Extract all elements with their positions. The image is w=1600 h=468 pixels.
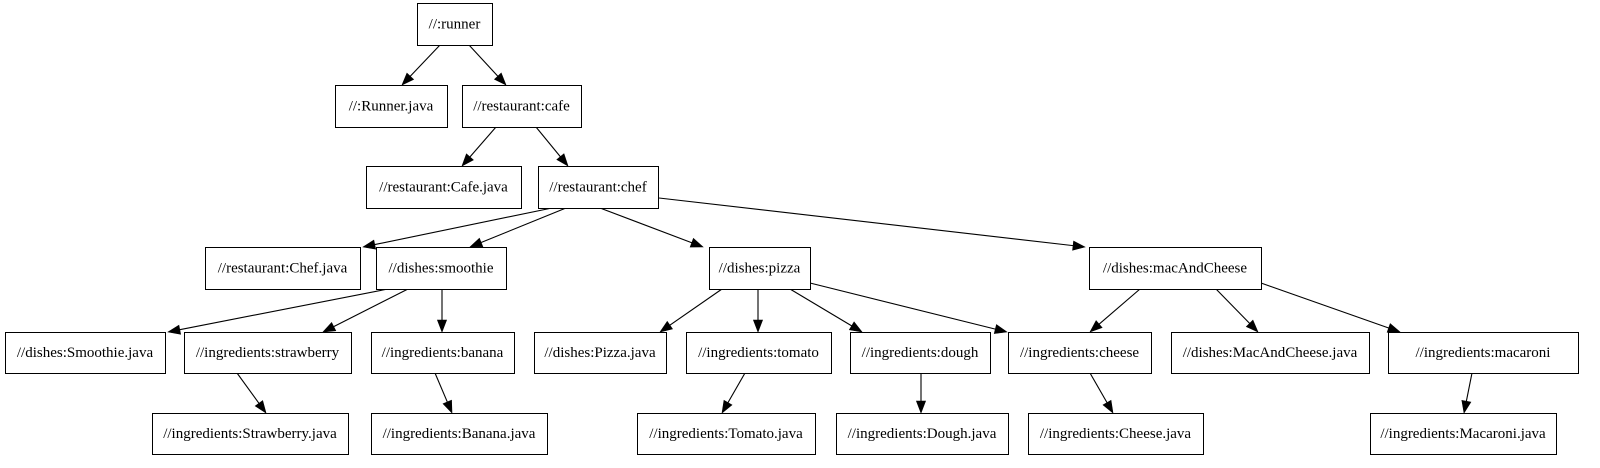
node-label-ing_banana: //ingredients:banana xyxy=(382,345,504,361)
node-label-ing_cheese: //ingredients:cheese xyxy=(1020,345,1139,361)
node-label-ing_strawberry: //ingredients:strawberry xyxy=(196,345,340,361)
node-label-ing_dough_java: //ingredients:Dough.java xyxy=(848,426,997,442)
node-box-ing_tomato[interactable] xyxy=(686,332,832,374)
node-label-ing_banana_java: //ingredients:Banana.java xyxy=(383,426,536,442)
node-box-dishes_pizza_java[interactable] xyxy=(534,332,667,374)
edge-restaurant_chef-to-restaurant_chef_java xyxy=(362,207,553,250)
graph-node-ing_dough[interactable]: //ingredients:dough xyxy=(850,332,991,374)
node-box-dishes_macandcheese_java[interactable] xyxy=(1171,332,1370,374)
node-label-restaurant_chef: //restaurant:chef xyxy=(549,179,646,195)
node-box-ing_strawberry_java[interactable] xyxy=(152,413,349,455)
edge-runner-to-restaurant_cafe xyxy=(468,44,507,86)
graph-node-restaurant_chef_java[interactable]: //restaurant:Chef.java xyxy=(205,247,361,290)
graph-node-ing_strawberry[interactable]: //ingredients:strawberry xyxy=(184,332,352,374)
graph-node-ing_dough_java[interactable]: //ingredients:Dough.java xyxy=(836,413,1009,455)
edge-dishes_pizza-to-dishes_pizza_java xyxy=(659,288,723,333)
node-label-dishes_macandcheese: //dishes:macAndCheese xyxy=(1103,260,1247,276)
node-box-restaurant_cafe[interactable] xyxy=(462,85,582,128)
graph-node-dishes_pizza[interactable]: //dishes:pizza xyxy=(709,247,811,290)
edge-dishes_smoothie-to-ing_strawberry xyxy=(322,288,409,333)
node-label-dishes_macandcheese_java: //dishes:MacAndCheese.java xyxy=(1183,345,1358,361)
node-box-ing_macaroni_java[interactable] xyxy=(1370,413,1557,455)
node-box-ing_macaroni[interactable] xyxy=(1388,332,1579,374)
node-label-ing_macaroni: //ingredients:macaroni xyxy=(1416,345,1551,361)
graph-node-ing_cheese[interactable]: //ingredients:cheese xyxy=(1008,332,1152,374)
node-box-restaurant_cafe_java[interactable] xyxy=(366,166,522,209)
graph-node-dishes_pizza_java[interactable]: //dishes:Pizza.java xyxy=(534,332,667,374)
node-box-restaurant_chef_java[interactable] xyxy=(205,247,361,290)
node-box-ing_strawberry[interactable] xyxy=(184,332,352,374)
node-label-dishes_pizza_java: //dishes:Pizza.java xyxy=(544,345,656,361)
node-label-ing_tomato: //ingredients:tomato xyxy=(698,345,819,361)
node-label-dishes_pizza: //dishes:pizza xyxy=(719,260,801,276)
node-label-restaurant_cafe_java: //restaurant:Cafe.java xyxy=(379,179,508,195)
node-box-dishes_pizza[interactable] xyxy=(709,247,811,290)
edge-dishes_macandcheese-to-ing_macaroni xyxy=(1260,282,1401,333)
graph-node-ing_tomato[interactable]: //ingredients:tomato xyxy=(686,332,832,374)
node-box-restaurant_chef[interactable] xyxy=(538,166,659,209)
node-box-ing_tomato_java[interactable] xyxy=(637,413,816,455)
graph-node-dishes_macandcheese[interactable]: //dishes:macAndCheese xyxy=(1089,247,1262,290)
node-box-dishes_smoothie[interactable] xyxy=(376,247,507,290)
graph-node-ing_banana[interactable]: //ingredients:banana xyxy=(371,332,515,374)
node-label-restaurant_chef_java: //restaurant:Chef.java xyxy=(218,260,348,276)
node-label-ing_cheese_java: //ingredients:Cheese.java xyxy=(1040,426,1192,442)
node-box-ing_banana_java[interactable] xyxy=(371,413,548,455)
edge-restaurant_chef-to-dishes_smoothie xyxy=(469,207,567,248)
edge-ing_banana-to-ing_banana_java xyxy=(434,372,453,414)
graph-node-ing_strawberry_java[interactable]: //ingredients:Strawberry.java xyxy=(152,413,349,455)
edge-ing_macaroni-to-ing_macaroni_java xyxy=(1461,372,1473,414)
nodes-layer: //:runner //:Runner.java //restaurant:cafe… xyxy=(5,3,1579,455)
edge-ing_cheese-to-ing_cheese_java xyxy=(1089,372,1114,414)
edge-dishes_macandcheese-to-ing_cheese xyxy=(1089,288,1141,333)
node-box-dishes_macandcheese[interactable] xyxy=(1089,247,1262,290)
node-label-dishes_smoothie_java: //dishes:Smoothie.java xyxy=(17,345,154,361)
node-label-dishes_smoothie: //dishes:smoothie xyxy=(389,260,494,276)
graph-node-restaurant_cafe[interactable]: //restaurant:cafe xyxy=(462,85,582,128)
edge-ing_strawberry-to-ing_strawberry_java xyxy=(236,372,267,414)
graph-node-restaurant_chef[interactable]: //restaurant:chef xyxy=(538,166,659,209)
edge-restaurant_cafe-to-restaurant_cafe_java xyxy=(461,126,497,167)
graph-node-ing_tomato_java[interactable]: //ingredients:Tomato.java xyxy=(637,413,816,455)
node-box-ing_banana[interactable] xyxy=(371,332,515,374)
node-label-ing_dough: //ingredients:dough xyxy=(862,345,979,361)
graph-node-ing_banana_java[interactable]: //ingredients:Banana.java xyxy=(371,413,548,455)
edge-dishes_pizza-to-ing_tomato xyxy=(752,289,764,333)
node-label-restaurant_cafe: //restaurant:cafe xyxy=(473,98,570,114)
node-label-ing_tomato_java: //ingredients:Tomato.java xyxy=(649,426,803,442)
edges-layer xyxy=(167,44,1473,414)
node-label-ing_strawberry_java: //ingredients:Strawberry.java xyxy=(163,426,337,442)
node-label-runner_java: //:Runner.java xyxy=(349,98,434,114)
graph-node-restaurant_cafe_java[interactable]: //restaurant:Cafe.java xyxy=(366,166,522,209)
node-box-ing_cheese_java[interactable] xyxy=(1028,413,1204,455)
edge-restaurant_chef-to-dishes_macandcheese xyxy=(658,197,1086,251)
graph-node-dishes_smoothie[interactable]: //dishes:smoothie xyxy=(376,247,507,290)
node-box-ing_dough[interactable] xyxy=(850,332,991,374)
edge-restaurant_chef-to-dishes_pizza xyxy=(599,207,704,248)
node-box-runner[interactable] xyxy=(417,3,493,46)
node-label-ing_macaroni_java: //ingredients:Macaroni.java xyxy=(1380,426,1546,442)
node-box-ing_dough_java[interactable] xyxy=(836,413,1009,455)
edge-restaurant_cafe-to-restaurant_chef xyxy=(535,126,569,167)
node-label-runner: //:runner xyxy=(429,16,481,32)
graph-node-dishes_macandcheese_java[interactable]: //dishes:MacAndCheese.java xyxy=(1171,332,1370,374)
edge-dishes_pizza-to-ing_dough xyxy=(789,288,863,333)
node-box-ing_cheese[interactable] xyxy=(1008,332,1152,374)
node-box-dishes_smoothie_java[interactable] xyxy=(5,332,166,374)
edge-dishes_smoothie-to-dishes_smoothie_java xyxy=(167,288,389,335)
edge-ing_tomato-to-ing_tomato_java xyxy=(721,372,746,414)
graph-node-dishes_smoothie_java[interactable]: //dishes:Smoothie.java xyxy=(5,332,166,374)
graph-node-ing_macaroni[interactable]: //ingredients:macaroni xyxy=(1388,332,1579,374)
graph-node-ing_cheese_java[interactable]: //ingredients:Cheese.java xyxy=(1028,413,1204,455)
edge-ing_dough-to-ing_dough_java xyxy=(915,373,927,414)
graph-node-ing_macaroni_java[interactable]: //ingredients:Macaroni.java xyxy=(1370,413,1557,455)
graph-node-runner[interactable]: //:runner xyxy=(417,3,493,46)
graph-node-runner_java[interactable]: //:Runner.java xyxy=(335,85,448,128)
node-box-runner_java[interactable] xyxy=(335,85,448,128)
edge-dishes_macandcheese-to-dishes_macandcheese_java xyxy=(1215,288,1259,333)
edge-runner-to-runner_java xyxy=(401,44,441,86)
edge-dishes_smoothie-to-ing_banana xyxy=(436,289,448,333)
edge-dishes_pizza-to-ing_cheese xyxy=(809,282,1008,334)
